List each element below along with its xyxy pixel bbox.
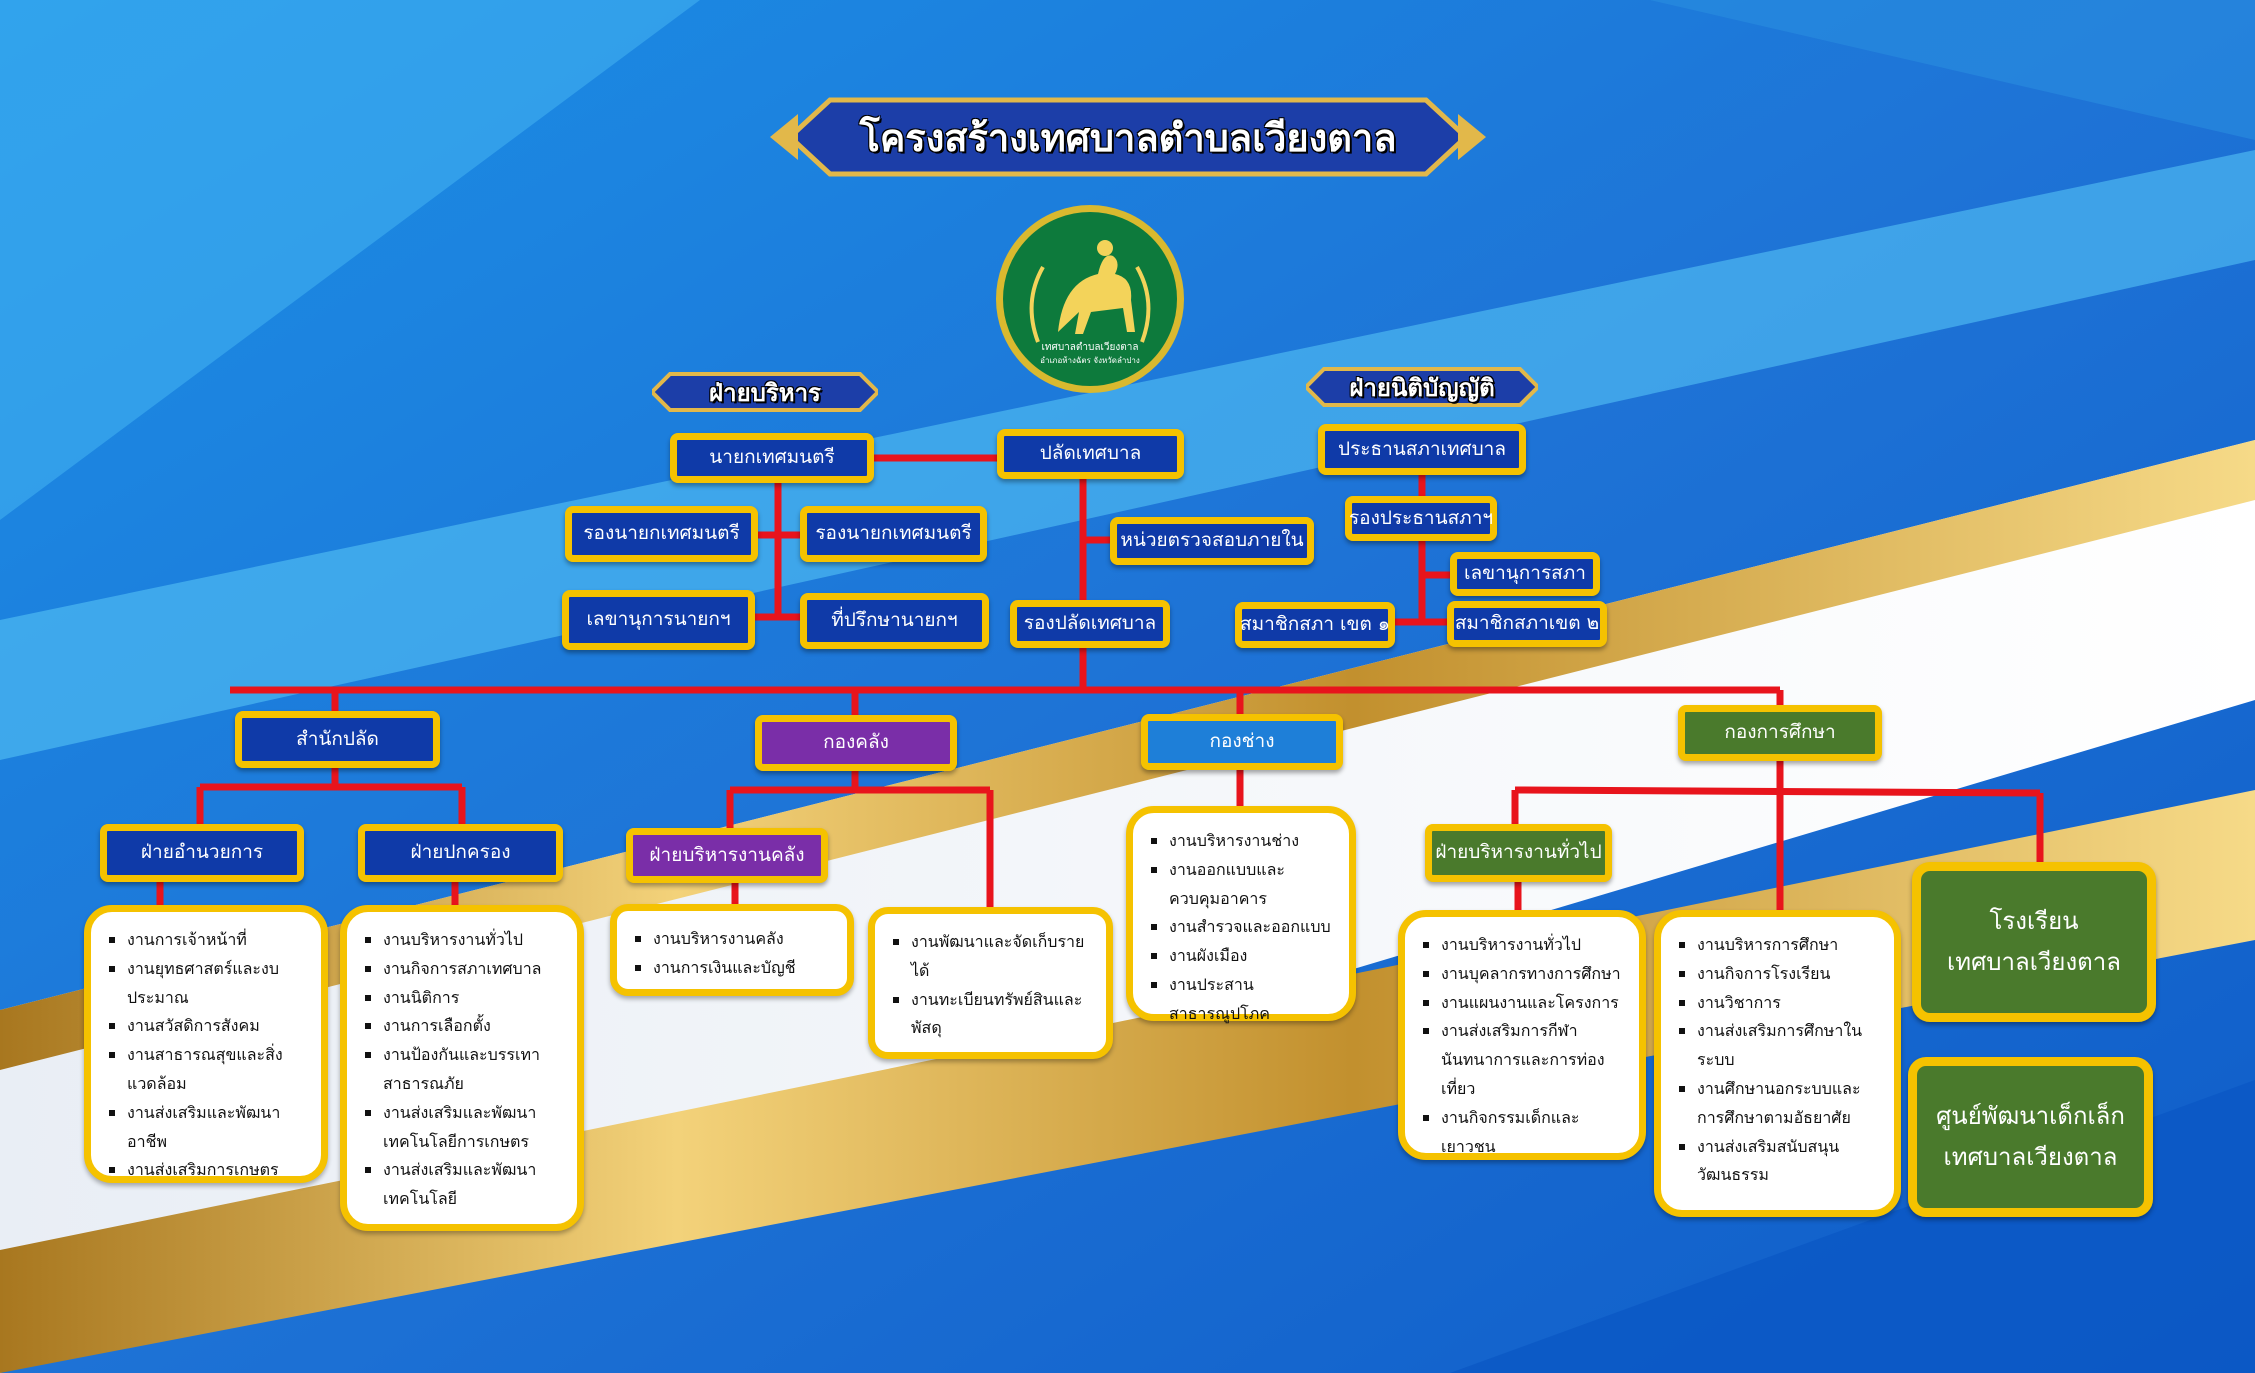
- internal-audit-box: หน่วยตรวจสอบภายใน: [1110, 517, 1314, 565]
- list-item: งานส่งเสริมการเกษตร: [107, 1156, 307, 1185]
- list-item: งานบุคลากรทางการศึกษา: [1421, 960, 1625, 989]
- list-item: งานประสานสาธารณูปโภค: [1149, 971, 1335, 1029]
- governance-section-box: ฝ่ายปกครอง: [358, 824, 563, 882]
- education-admin-tasks-list: งานบริหารงานทั่วไป งานบุคลากรทางการศึกษา…: [1398, 910, 1646, 1160]
- mayor-box: นายกเทศมนตรี: [670, 433, 874, 483]
- finance-revenue-tasks-list: งานพัฒนาและจัดเก็บรายได้ งานทะเบียนทรัพย…: [868, 907, 1113, 1059]
- municipality-seal: เทศบาลตำบลเวียงตาล อำเภอห้างฉัตร จังหวัด…: [996, 205, 1184, 393]
- seal-text-2: อำเภอห้างฉัตร จังหวัดลำปาง: [1040, 356, 1140, 365]
- executive-section-label: ฝ่ายบริหาร: [709, 378, 821, 407]
- council-member-zone1-box: สมาชิกสภา เขต ๑: [1235, 602, 1395, 648]
- mayor-advisor-box: ที่ปรึกษานายกฯ: [800, 593, 989, 649]
- council-vice-president-box: รองประธานสภาฯ: [1345, 496, 1497, 541]
- deputy-mayor-2-box: รองนายกเทศมนตรี: [800, 506, 987, 562]
- education-tasks-list: งานบริหารการศึกษา งานกิจการโรงเรียน งานว…: [1654, 910, 1901, 1217]
- list-item: งานผังเมือง: [1149, 942, 1335, 971]
- page-title: โครงสร้างเทศบาลตำบลเวียงตาล: [859, 115, 1397, 160]
- list-item: งานส่งเสริมและพัฒนาเทคโนโลยี: [363, 1156, 563, 1214]
- legislative-ribbon-shape: [1306, 367, 1538, 407]
- childcare-center-box: ศูนย์พัฒนาเด็กเล็ก เทศบาลเวียงตาล: [1908, 1057, 2153, 1217]
- list-item: งานบริหารงานคลัง: [633, 925, 833, 954]
- deputy-clerk-box: รองปลัดเทศบาล: [1010, 600, 1170, 648]
- list-item: งานบริหารงานทั่วไป: [363, 926, 563, 955]
- childcare-label-line2: เทศบาลเวียงตาล: [1943, 1143, 2118, 1171]
- list-item: งานกิจกรรมเด็กและเยาวชน: [1421, 1104, 1625, 1162]
- title-banner: โครงสร้างเทศบาลตำบลเวียงตาล: [770, 92, 1486, 182]
- admin-section-box: ฝ่ายอำนวยการ: [100, 824, 304, 882]
- list-item: งานการเงินและบัญชี: [633, 954, 833, 983]
- engineering-tasks-list: งานบริหารงานช่าง งานออกแบบและควบคุมอาคาร…: [1126, 806, 1356, 1023]
- education-admin-section-box: ฝ่ายบริหารงานทั่วไป: [1425, 824, 1612, 882]
- list-item: งานการเลือกตั้ง: [363, 1012, 563, 1041]
- list-item: งานป้องกันและบรรเทาสาธารณภัย: [363, 1041, 563, 1099]
- council-president-box: ประธานสภาเทศบาล: [1318, 424, 1526, 475]
- list-item: งานการเจ้าหน้าที่: [107, 926, 307, 955]
- municipal-school-box: โรงเรียน เทศบาลเวียงตาล: [1912, 862, 2156, 1022]
- list-item: งานวิชาการ: [1677, 989, 1880, 1018]
- engineering-division-box: กองช่าง: [1141, 714, 1343, 770]
- list-item: งานส่งเสริมและพัฒนาเทคโนโลยีการเกษตร: [363, 1099, 563, 1157]
- finance-division-box: กองคลัง: [755, 715, 957, 771]
- list-item: งานสวัสดิการสังคม: [107, 1012, 307, 1041]
- council-member-zone2-box: สมาชิกสภาเขต ๒: [1447, 601, 1607, 647]
- list-item: งานกิจการโรงเรียน: [1677, 960, 1880, 989]
- list-item: งานสาธารณสุขและสิ่งแวดล้อม: [107, 1041, 307, 1099]
- clerk-office-box: สำนักปลัด: [235, 711, 440, 768]
- list-item: งานบริหารงานช่าง: [1149, 827, 1335, 856]
- list-item: งานยุทธศาสตร์และงบประมาณ: [107, 955, 307, 1013]
- list-item: งานส่งเสริมการศึกษาในระบบ: [1677, 1017, 1880, 1075]
- legislative-section-label: ฝ่ายนิติบัญญัติ: [1349, 373, 1495, 402]
- list-item: งานพัฒนาและจัดเก็บรายได้: [891, 928, 1092, 986]
- legislative-ribbon: ฝ่ายนิติบัญญัติ: [1306, 364, 1538, 410]
- list-item: งานนิติการ: [363, 984, 563, 1013]
- list-item: งานส่งเสริมสนับสนุนวัฒนธรรม: [1677, 1133, 1880, 1191]
- list-item: งานส่งเสริมและพัฒนาอาชีพ: [107, 1099, 307, 1157]
- list-item: งานกิจการสภาเทศบาล: [363, 955, 563, 984]
- admin-tasks-list: งานการเจ้าหน้าที่ งานยุทธศาสตร์และงบประม…: [84, 905, 328, 1183]
- title-banner-shape: [770, 97, 1486, 177]
- horse-rider-icon: [1029, 240, 1151, 343]
- education-division-box: กองการศึกษา: [1678, 705, 1882, 761]
- council-secretary-box: เลขานุการสภา: [1450, 552, 1600, 596]
- list-item: งานแผนงานและโครงการ: [1421, 989, 1625, 1018]
- list-item: งานออกแบบและควบคุมอาคาร: [1149, 856, 1335, 914]
- governance-tasks-list: งานบริหารงานทั่วไป งานกิจการสภาเทศบาล งา…: [340, 905, 584, 1231]
- seal-text-1: เทศบาลตำบลเวียงตาล: [1041, 342, 1139, 353]
- list-item: งานบริหารการศึกษา: [1677, 931, 1880, 960]
- school-label-line1: โรงเรียน: [1989, 907, 2079, 936]
- executive-ribbon: ฝ่ายบริหาร: [652, 369, 878, 415]
- list-item: งานศึกษานอกระบบและการศึกษาตามอัธยาศัย: [1677, 1075, 1880, 1133]
- executive-ribbon-shape: [652, 372, 878, 412]
- deputy-mayor-1-box: รองนายกเทศมนตรี: [565, 506, 758, 562]
- list-item: งานสำรวจและออกแบบ: [1149, 913, 1335, 942]
- finance-admin-section-box: ฝ่ายบริหารงานคลัง: [626, 828, 828, 883]
- list-item: งานบริหารงานทั่วไป: [1421, 931, 1625, 960]
- list-item: งานทะเบียนทรัพย์สินและพัสดุ: [891, 986, 1092, 1044]
- list-item: งานส่งเสริมการกีฬานันทนาการและการท่องเที…: [1421, 1017, 1625, 1103]
- childcare-label-line1: ศูนย์พัฒนาเด็กเล็ก: [1936, 1102, 2125, 1131]
- clerk-box: ปลัดเทศบาล: [997, 429, 1184, 479]
- school-label-line2: เทศบาลเวียงตาล: [1947, 948, 2121, 976]
- finance-admin-tasks-list: งานบริหารงานคลัง งานการเงินและบัญชี: [610, 904, 854, 996]
- mayor-secretary-box: เลขานุการนายกฯ: [562, 590, 755, 650]
